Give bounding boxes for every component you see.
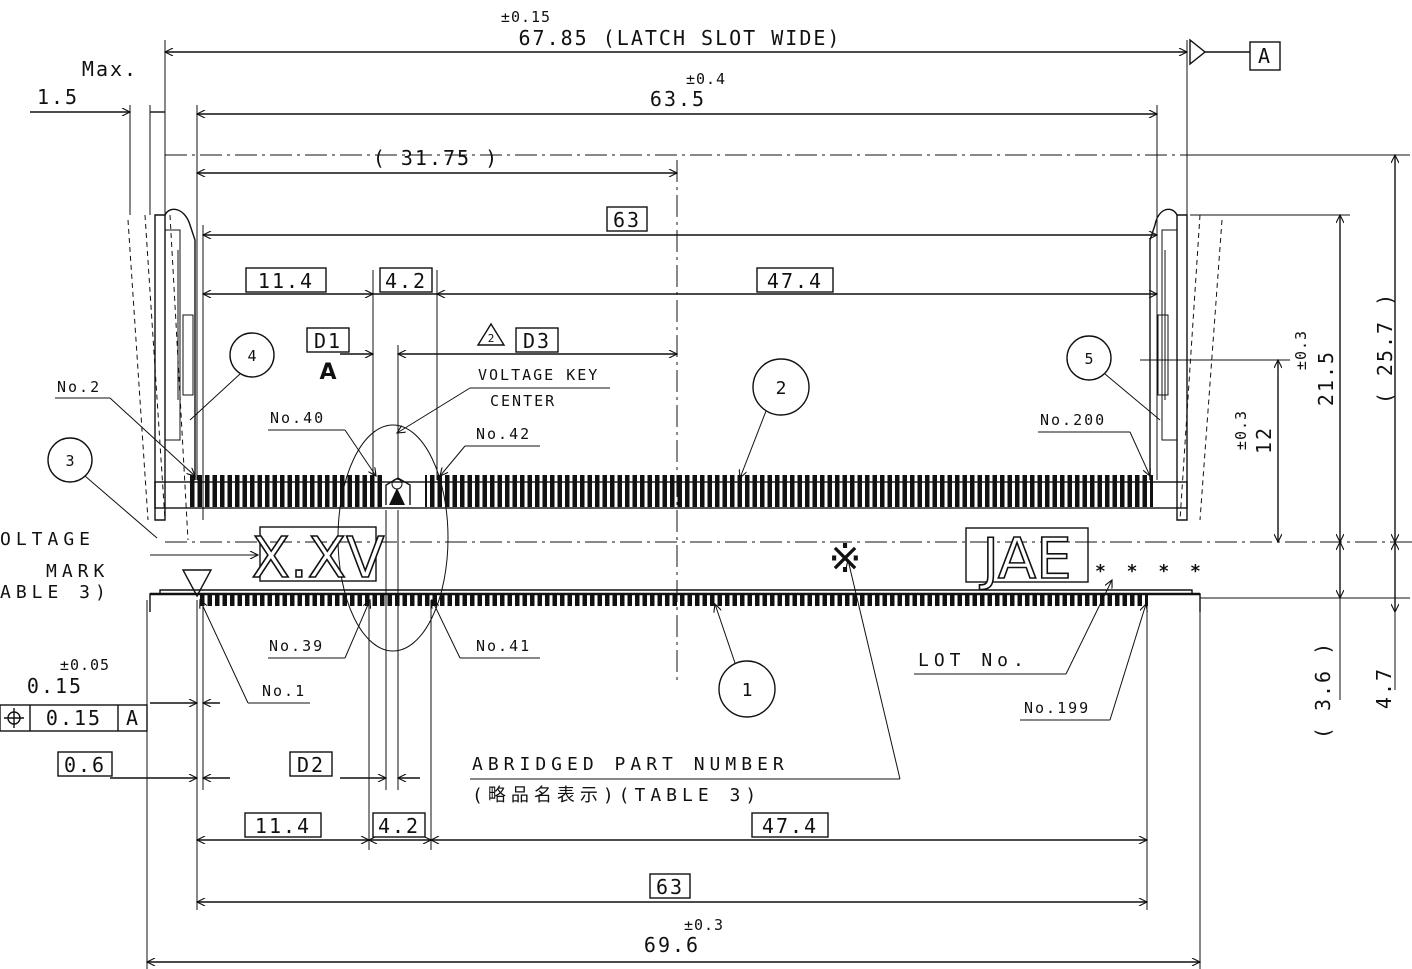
latch-slot-dimension: 67.85 (LATCH SLOT WIDE) [519,26,842,50]
manufacturer-mark: JAE * * * * ※ [828,526,1206,593]
pin-labels: No.2 No.40 No.42 No.200 VOLTAGE KEY CENT… [55,366,1150,721]
position-tolerance-frame: 0.15 A [0,704,148,732]
dim-4-2-top: 4.2 [385,269,427,293]
extension-lines [129,40,1410,969]
balloon-3: 3 [65,452,74,470]
dim-d2: D2 [297,753,325,777]
datum-a-label: A [1258,44,1272,68]
voltage-mark-label-3: ABLE 3) [0,582,111,603]
dim-0-15-tolerance: ±0.05 [60,656,110,674]
dim-31-75: ( 31.75 ) [373,146,499,170]
max-value: 1.5 [37,85,79,109]
dim-69-6-tolerance: ±0.3 [684,916,724,934]
voltage-key-center-label: CENTER [490,392,556,410]
jae-mark-text: JAE [979,527,1071,592]
dim-11-4-bot: 11.4 [255,814,311,838]
voltage-mark-label-1: OLTAGE [0,529,95,550]
balloon-1: 1 [742,680,753,701]
voltage-mark: X.XV OLTAGE MARK ABLE 3) [0,525,385,603]
dim-d1: D1 [314,329,342,353]
label-no1: No.1 [262,682,306,700]
abridged-part-note: ABRIDGED PART NUMBER (略品名表示)(TABLE 3) [470,560,901,806]
abridged-table-label: (略品名表示)(TABLE 3) [472,785,761,806]
dim-21-5-tolerance: ±0.3 [1292,330,1310,370]
lot-stars: * * * * [1095,561,1206,582]
dim-4-7: 4.7 [1372,667,1396,709]
lot-no-label: LOT No. [918,650,1029,671]
dim-69-6: 69.6 [644,933,700,957]
abridged-label: ABRIDGED PART NUMBER [472,754,789,775]
voltage-key-label: VOLTAGE KEY [478,366,599,384]
dim-4-2-bot: 4.2 [378,814,420,838]
dim-47-4-top: 47.4 [767,269,823,293]
dimension-lines [30,52,1395,962]
dim-63-top: 63 [613,208,641,232]
dimension-texts: ±0.15 67.85 (LATCH SLOT WIDE) Max. 1.5 ±… [0,8,1397,957]
latch-slot-tolerance: ±0.15 [501,8,551,26]
balloons: 4 2 3 5 1 [47,332,1161,718]
label-no39: No.39 [269,637,324,655]
label-no2: No.2 [57,378,101,396]
dim-0-6: 0.6 [64,753,106,777]
dim-d3: D3 [523,329,551,353]
balloon-4: 4 [247,347,256,365]
dim-12: 12 [1252,426,1276,454]
voltage-mark-text: X.XV [252,526,385,591]
key-a-mark: A [319,360,336,385]
balloon-2: 2 [776,378,787,399]
dim-47-4-bot: 47.4 [762,814,818,838]
position-datum: A [126,706,140,730]
label-no200: No.200 [1040,411,1106,429]
position-tolerance: 0.15 [46,706,102,730]
voltage-mark-label-2: MARK [46,561,109,582]
revision-2-mark: 2 [488,332,495,345]
dim-25-7: ( 25.7 ) [1373,292,1397,404]
dim-21-5: 21.5 [1314,350,1338,406]
dim-12-tolerance: ±0.3 [1232,410,1250,450]
label-no199: No.199 [1024,699,1090,717]
label-no42: No.42 [476,425,531,443]
balloon-5: 5 [1084,350,1093,368]
datum-a-symbol: A [1189,38,1281,71]
label-no41: No.41 [476,637,531,655]
dim-63-bot: 63 [656,875,684,899]
dim-11-4-top: 11.4 [258,269,314,293]
dim-63-5: 63.5 [650,87,706,111]
dim-63-5-tolerance: ±0.4 [686,70,726,88]
max-label: Max. [82,57,138,81]
dim-0-15: 0.15 [27,674,83,698]
lot-number-note: LOT No. [914,580,1112,675]
reference-mark: ※ [828,536,862,582]
label-no40: No.40 [270,409,325,427]
connector-body [127,154,1412,680]
dim-3-6: ( 3.6 ) [1311,641,1335,739]
